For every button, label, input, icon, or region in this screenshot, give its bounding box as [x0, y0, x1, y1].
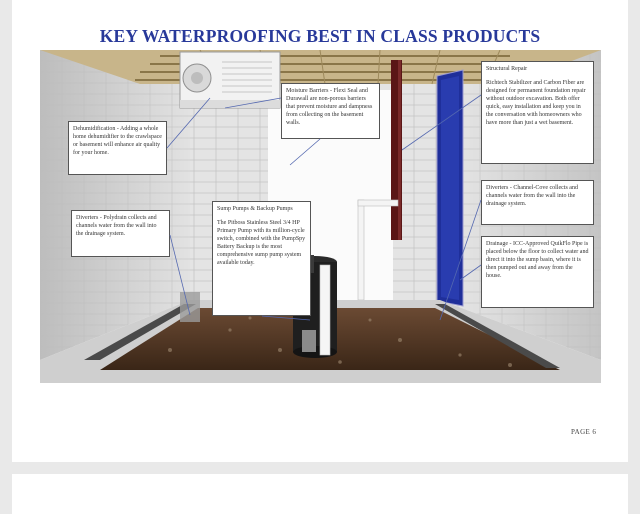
page-title: KEY WATERPROOFING BEST IN CLASS PRODUCTS — [99, 26, 541, 46]
vent-pipe — [357, 199, 365, 301]
next-page-edge — [12, 474, 628, 514]
structural-body: Richtech Stabilizer and Carbon Fiber are… — [486, 80, 586, 126]
callout-diverters-polydrain: Diverters - Polydrain collects and chann… — [71, 210, 170, 257]
callout-diverters-channel-cove: Diverters - Channel-Cove collects and ch… — [481, 180, 594, 225]
steel-support-beam — [391, 60, 402, 240]
callout-drainage: Drainage - ICC-Approved QuikFlo Pipe is … — [481, 236, 594, 308]
callout-dehumidification: Dehumidification - Adding a whole home d… — [68, 121, 167, 175]
structural-title: Structural Repair — [486, 66, 528, 72]
page-number: PAGE 6 — [571, 428, 597, 436]
callout-moisture-barriers: Moisture Barriers - Flexi Seal and Duraw… — [281, 83, 380, 139]
sump-title: Sump Pumps & Backup Pumps — [217, 206, 293, 212]
dehumidifier — [179, 51, 281, 109]
callout-sump-pumps: Sump Pumps & Backup Pumps The Pitboss St… — [212, 201, 311, 316]
sump-body: The Pitboss Stainless Steel 3/4 HP Prima… — [217, 220, 306, 266]
callout-structural-repair: Structural Repair Richtech Stabilizer an… — [481, 61, 594, 164]
polydrain-diverter-left — [84, 304, 196, 360]
